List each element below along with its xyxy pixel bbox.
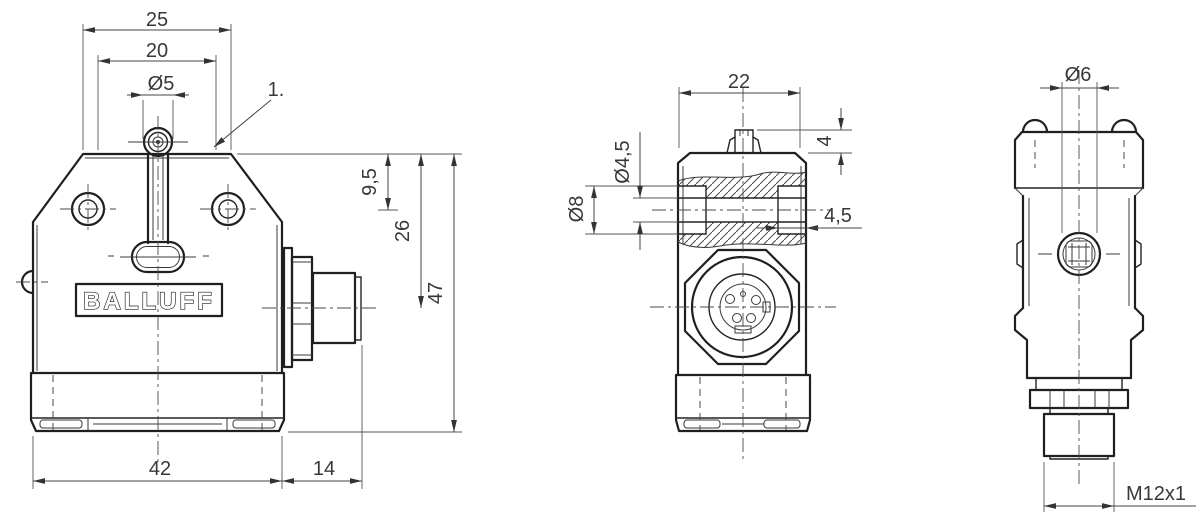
dim-26: 26: [392, 220, 414, 242]
dim-47: 47: [425, 282, 447, 304]
dim-9-5: 9,5: [359, 168, 381, 196]
dim-counterbore-dia: Ø8: [566, 196, 588, 223]
dim-20: 20: [146, 40, 168, 62]
cross-section-hatch: [652, 171, 830, 248]
front-body-outline: [31, 152, 284, 375]
dim-14: 14: [313, 458, 335, 480]
mounting-hole-left: [60, 184, 116, 234]
side-tab-right: [1134, 239, 1142, 269]
front-dimensions: 25 20 Ø5 1. 9,5 26 47 42 14: [32, 9, 462, 489]
dim-counterbore-depth: 4,5: [824, 205, 852, 227]
side-tab-left: [1016, 239, 1024, 269]
dim-42: 42: [149, 458, 171, 480]
brand-logo: BALLUFF: [74, 282, 224, 318]
side-view: Ø6 M12x1: [1013, 64, 1196, 512]
dim-25: 25: [146, 9, 168, 31]
roller-dome-left: [1021, 118, 1049, 134]
dim-thread: M12x1: [1126, 483, 1186, 505]
front-base: [29, 371, 286, 433]
dim-22: 22: [728, 71, 750, 93]
dim-plunger-dia: Ø6: [1065, 64, 1092, 86]
front-view: BALLUFF: [16, 9, 462, 489]
obround-window: [108, 240, 209, 274]
callout-1: 1.: [268, 79, 285, 101]
side-dimensions: Ø6 M12x1: [1040, 64, 1196, 512]
dim-bore-dia: Ø4,5: [612, 140, 634, 183]
mounting-hole-right: [200, 184, 256, 234]
roller-dome-right: [1110, 118, 1138, 134]
brand-logo-text: BALLUFF: [83, 288, 215, 315]
section-view: 22 4 Ø4,5 Ø8 4,5: [566, 71, 862, 462]
dim-4: 4: [814, 135, 836, 146]
section-dimensions: 22 4 Ø4,5 Ø8 4,5: [566, 71, 862, 250]
section-plunger: [726, 129, 762, 154]
plunger-rod: [146, 152, 170, 245]
connector-side: [262, 246, 380, 369]
dim-roller-dia: Ø5: [148, 73, 175, 95]
